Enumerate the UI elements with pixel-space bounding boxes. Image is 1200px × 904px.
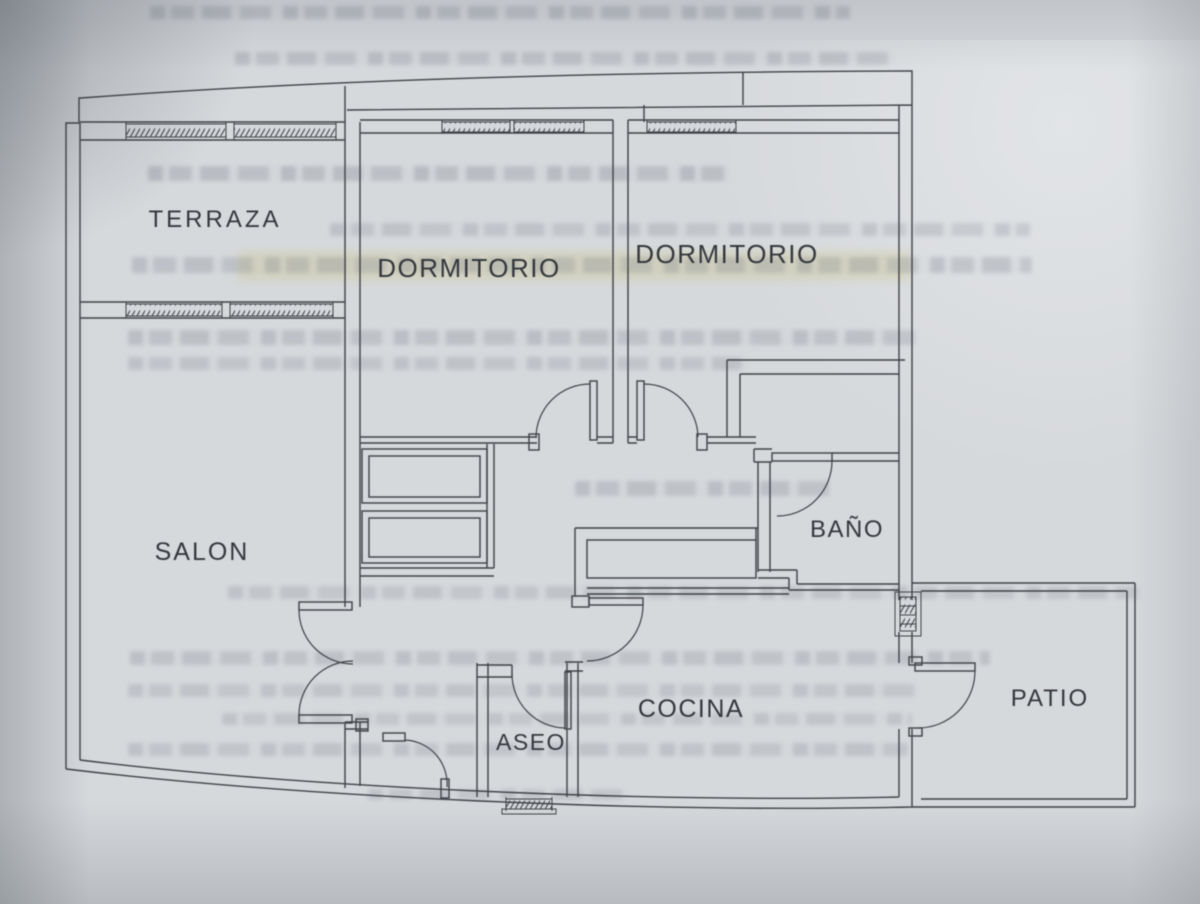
door-leaf-patio [914,662,976,672]
room-label-dormitorio-left: DORMITORIO [377,253,561,283]
door-arc-bano [776,460,833,517]
patio-walls [912,582,1136,808]
door-arc-dormitorio-right [643,383,699,438]
aseo-walls [476,661,583,797]
doors [298,380,976,799]
room-label-bano: BAÑO [810,516,884,543]
room-label-cocina: COCINA [638,695,744,723]
terraza-walls [80,121,361,788]
door-arc-aseo [511,673,566,729]
room-label-dormitorio-right: DORMITORIO [635,239,819,269]
door-leaf-dormitorio-left [589,380,598,441]
outer-walls [65,70,913,809]
door-leaf-vestibule [382,732,406,742]
room-label-terraza: TERRAZA [148,206,281,233]
room-label-patio: PATIO [1011,685,1089,712]
room-label-aseo: ASEO [496,729,566,755]
hall-closets [360,444,495,577]
door-leaf-aseo [564,671,572,730]
windows [125,120,922,815]
door-leaf-dormitorio-right [636,380,645,441]
door-arcs-salon [298,609,354,716]
door-arc-cocina [586,604,644,662]
bedroom-walls [360,119,905,444]
door-arc-patio [917,670,976,729]
room-label-salon: SALON [155,538,250,566]
door-leaf-bano [771,452,833,462]
door-leaf-salon-lower [298,714,353,724]
kitchen-counter [574,527,789,596]
door-leaf-cocina [588,597,644,606]
bathroom-walls [753,448,899,591]
door-arc-dormitorio-left [535,383,591,439]
door-leaf-salon-upper [298,601,353,611]
